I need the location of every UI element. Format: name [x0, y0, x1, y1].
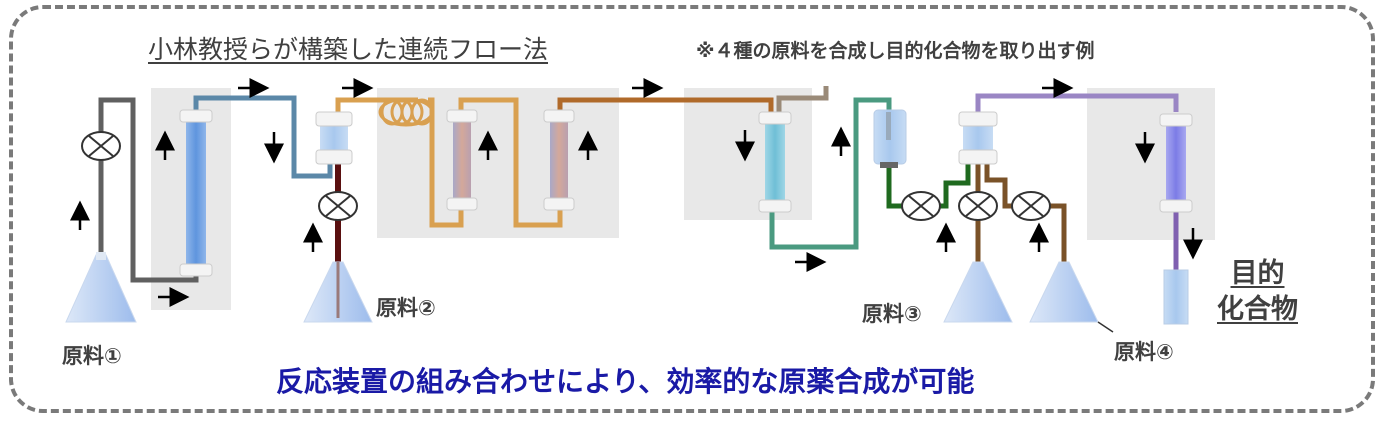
flasks [65, 252, 1189, 333]
flask-4 [1029, 261, 1099, 323]
material-3-label: 原料③ [862, 302, 922, 326]
column-5 [1159, 113, 1193, 213]
dashed-frame [9, 5, 1375, 413]
separator [873, 109, 907, 168]
mixer-column [315, 111, 353, 165]
material-4-label: 原料④ [1114, 340, 1174, 364]
diagram-subtitle: ※４種の原料を合成し目的化合物を取り出す例 [696, 40, 1095, 62]
pump-3 [901, 191, 941, 221]
pump-1 [81, 131, 121, 161]
target-compound-line1: 目的 [1230, 258, 1285, 289]
flask-3 [943, 261, 1013, 323]
column-1 [179, 109, 213, 277]
mixer-column-2 [958, 111, 998, 165]
pump-5 [1011, 191, 1051, 221]
pump-4 [958, 191, 998, 221]
column-2 [446, 109, 478, 211]
material-2-label: 原料② [376, 296, 436, 320]
pump-2 [318, 191, 358, 221]
flask-2 [303, 261, 373, 323]
coil-reactor [378, 97, 434, 127]
conclusion-text: 反応装置の組み合わせにより、効率的な原薬合成が可能 [276, 365, 975, 398]
pump-icons [81, 131, 1051, 221]
collection-vial [1163, 269, 1189, 325]
flask-1 [65, 252, 137, 323]
reactor-columns [179, 109, 1193, 277]
target-compound-line2: 化合物 [1217, 294, 1298, 325]
leader-line [1097, 321, 1114, 333]
diagram-title: 小林教授らが構築した連続フロー法 [148, 35, 549, 64]
column-4 [758, 111, 792, 213]
material-1-label: 原料① [62, 344, 122, 368]
flow-arrows [70, 78, 1203, 307]
target-compound-label: 目的 化合物 [1217, 256, 1298, 328]
column-3 [543, 109, 575, 211]
tubes [98, 86, 1179, 300]
